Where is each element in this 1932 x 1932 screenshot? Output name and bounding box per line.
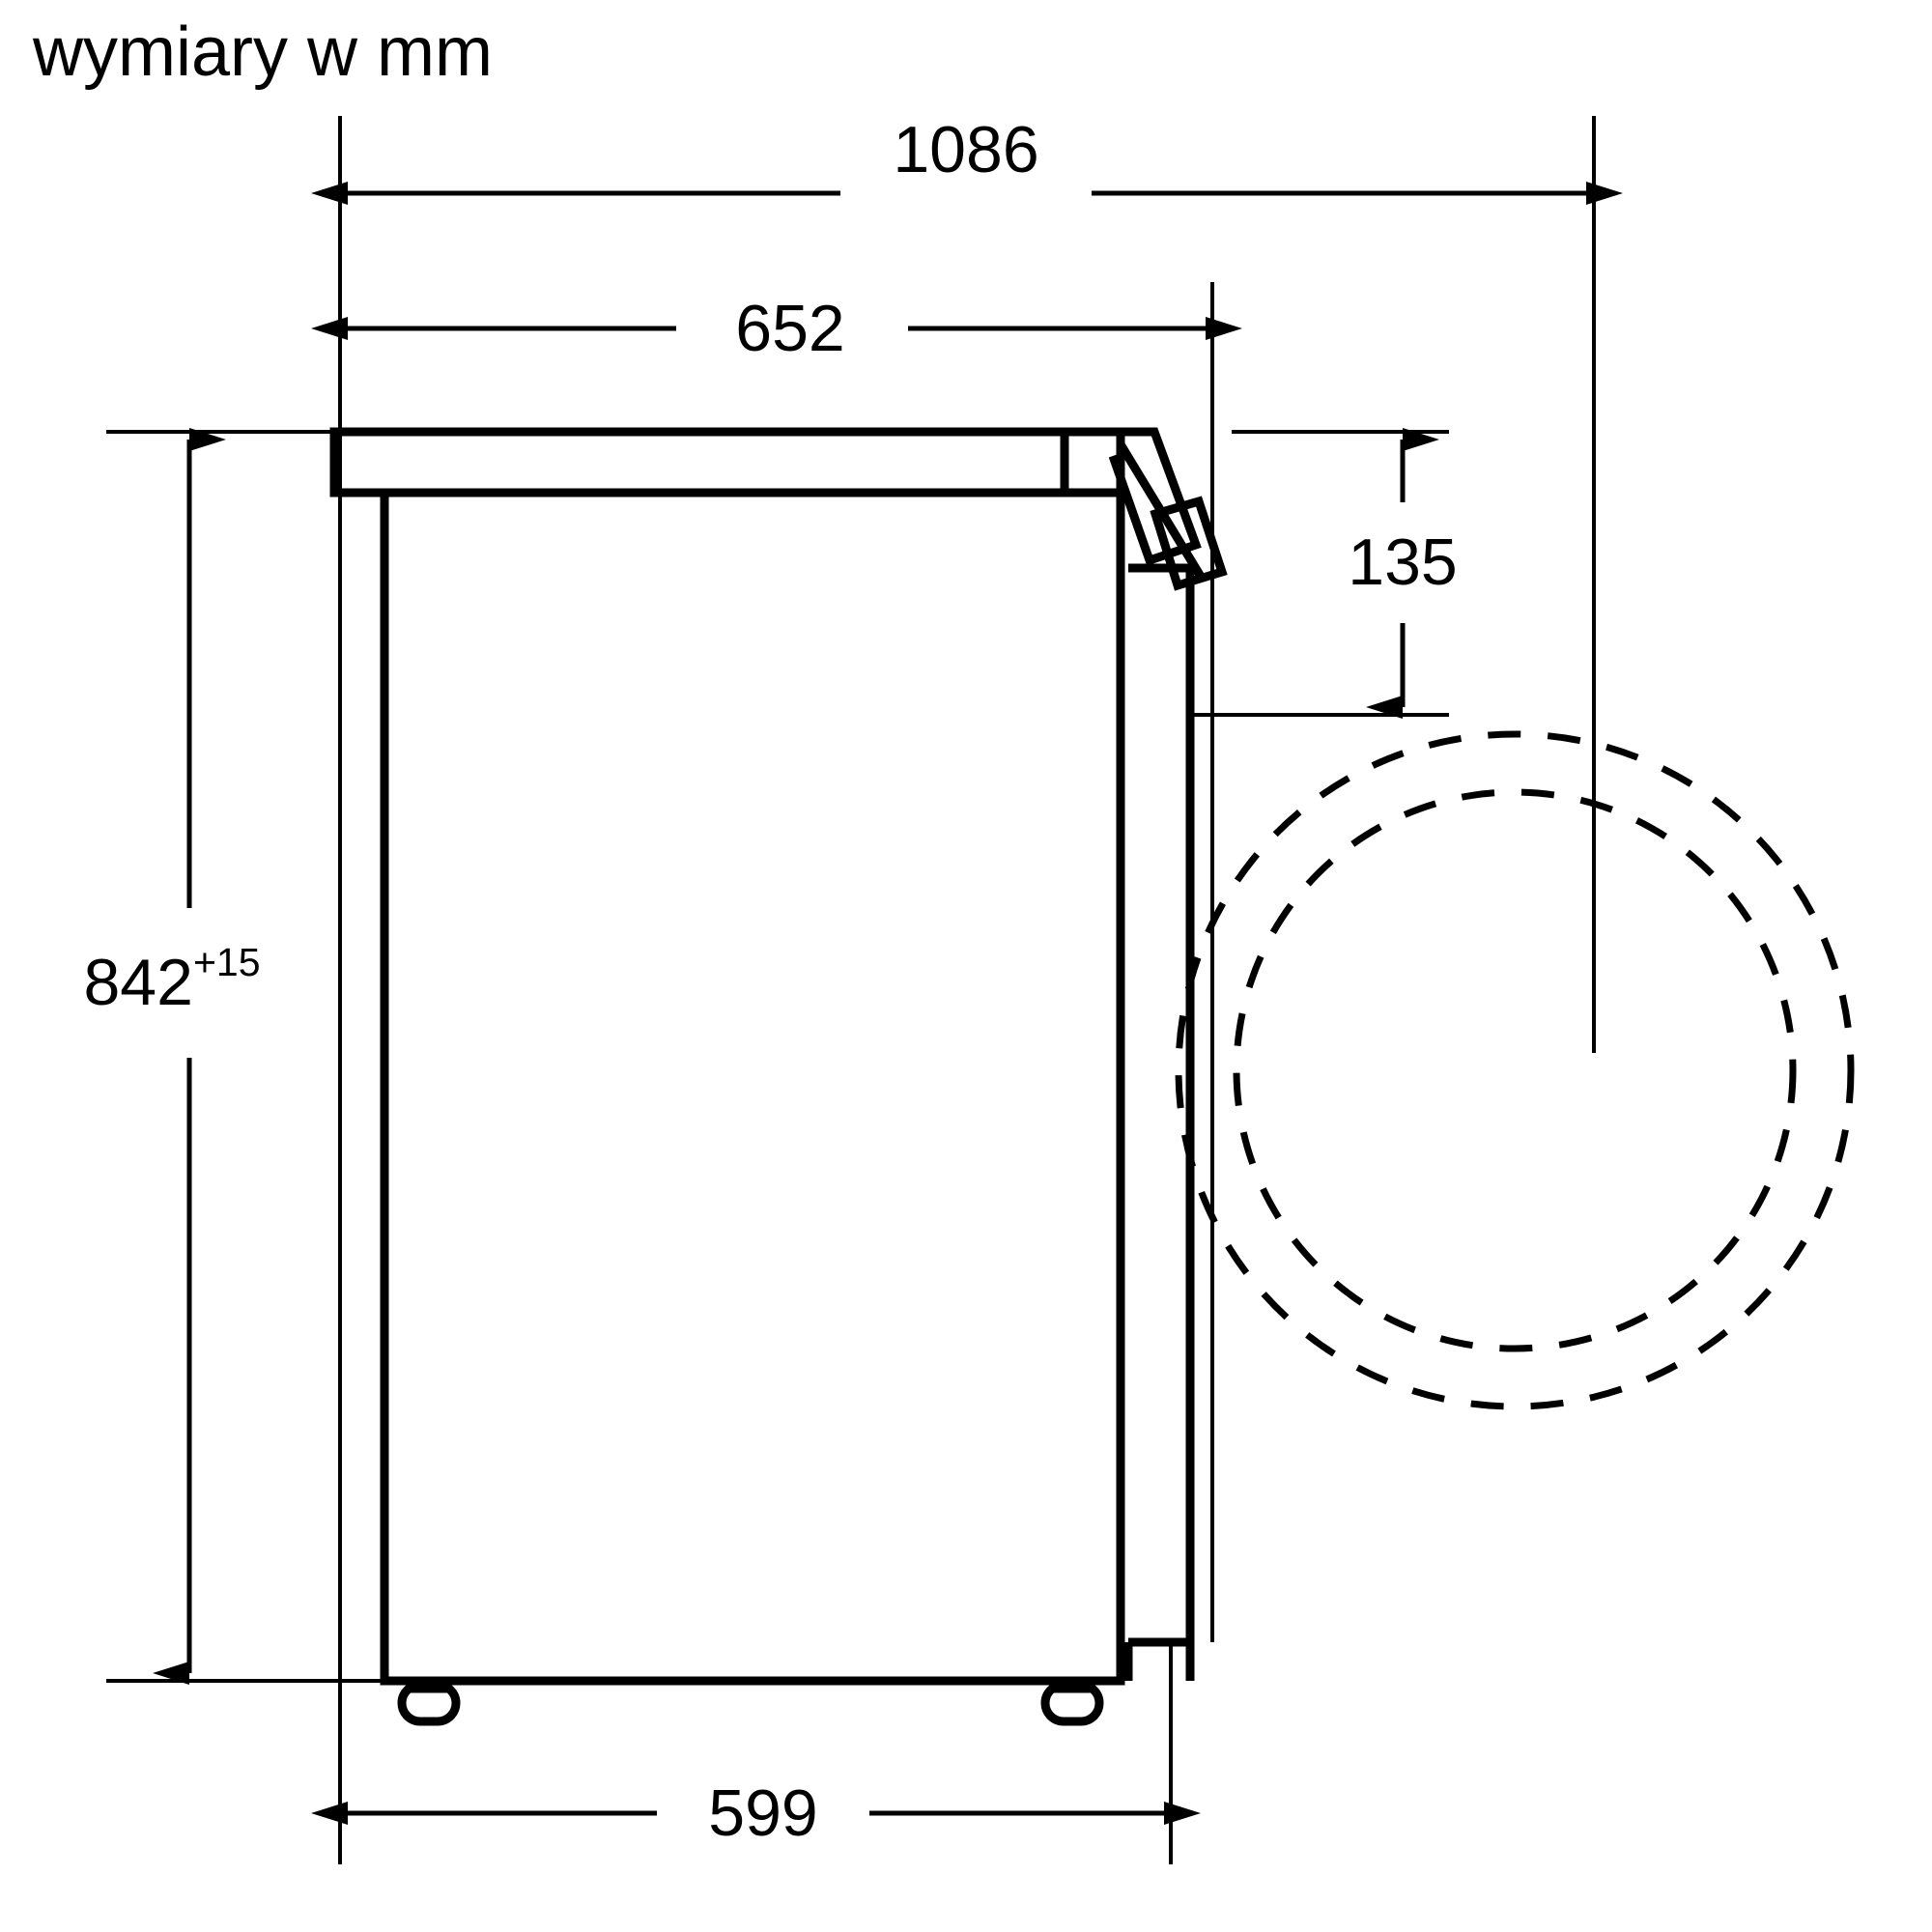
cabinet-body: [380, 493, 1125, 1686]
dimension-label-842: 842+15: [83, 943, 260, 1015]
dimension-label-842-value: 842: [83, 946, 193, 1019]
page-title: wymiary w mm: [33, 14, 493, 91]
door-swing-arcs: [1175, 730, 1855, 1410]
door-swing-inner-circle: [1233, 788, 1797, 1352]
door-handle-detail: [1150, 496, 1228, 591]
appliance-feet: [397, 1680, 1104, 1726]
lower-front-detail: [1123, 1642, 1195, 1681]
worktop-panel: [329, 427, 1125, 497]
top-right-fascia: [1108, 427, 1202, 566]
dimension-label-599: 599: [708, 1776, 818, 1850]
dimension-label-1086: 1086: [893, 113, 1039, 186]
dimension-label-842-tolerance: +15: [192, 940, 261, 985]
dimension-lines: [153, 182, 1623, 1825]
appliance-outline: [329, 427, 1207, 1686]
front-door-frame: [1128, 563, 1195, 1647]
dimension-label-135: 135: [1348, 526, 1458, 599]
door-swing-outer-circle: [1175, 730, 1855, 1410]
extension-lines: [106, 116, 1596, 1864]
dimension-label-652: 652: [735, 292, 845, 365]
